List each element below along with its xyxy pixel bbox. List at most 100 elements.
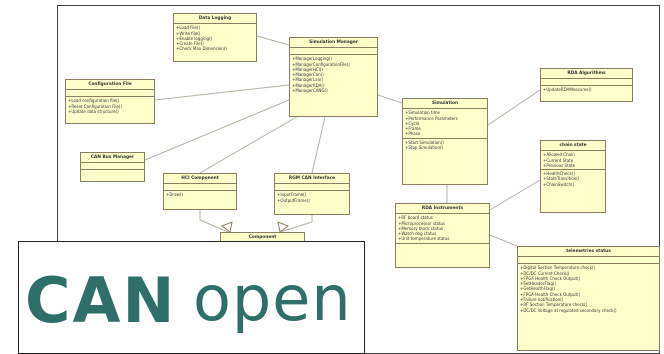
method-row: +RF Section Temperature check() <box>520 302 588 308</box>
method-row: +Digital Section Temperature check() <box>520 265 596 271</box>
class-title: HCI Component <box>164 174 236 185</box>
class-title: RGM CAN Interface <box>275 174 349 185</box>
class-methods: +Load configuration file() +Reset Config… <box>66 97 154 115</box>
link-logging-manager <box>256 35 290 46</box>
class-rda-algorithms: RDA Algorithms +UpdateRDAMeasures() <box>540 68 633 102</box>
attribute-row: +Microprocessor status <box>398 220 446 226</box>
class-methods: +UpdateRDAMeasures() <box>541 86 632 93</box>
class-attributes <box>81 163 144 171</box>
class-data-logging: Data Logging +Load File() +Write file() … <box>173 13 257 62</box>
attribute-row: +Frame <box>405 126 421 132</box>
method-row: +Start Simulation() <box>405 139 444 145</box>
method-row: +ManagerConfigurationFile() <box>292 61 350 67</box>
method-row: +UpdateRDAMeasures() <box>543 87 592 93</box>
attribute-row: +Previous State <box>543 162 576 168</box>
class-title: telemetries status <box>518 247 659 258</box>
class-methods <box>396 244 489 250</box>
method-row: +ManagerCan() <box>292 72 324 78</box>
method-row: +Enable logging() <box>176 35 213 41</box>
class-title: Simulation Manager <box>290 38 377 49</box>
method-row: +SetHeaderFlag() <box>520 281 557 287</box>
method-row: +ManagerCANG() <box>292 88 328 94</box>
attribute-row: +Simulation time <box>405 110 440 116</box>
class-attributes: +RF board status +Microprocessor status … <box>396 214 489 244</box>
class-telemetries-status: telemetries status +Digital Section Temp… <box>517 246 660 351</box>
method-row: +Write file() <box>176 30 201 36</box>
method-row: +ChainSwitch() <box>543 181 575 187</box>
method-row: +ManagerHCI() <box>292 66 323 72</box>
class-title: Data Logging <box>174 14 256 25</box>
method-row: +InputFrame() <box>277 192 307 198</box>
attribute-row: +Current State <box>543 157 574 163</box>
inheritance-arrow-right <box>277 221 290 233</box>
method-row: +FPGA Health Check Output() <box>520 275 581 281</box>
class-methods: +InputFrame() +OutputFrame() <box>275 191 349 204</box>
attribute-row: +Performance Parameters <box>405 115 458 121</box>
link-rgm-manager <box>311 116 326 174</box>
class-attributes <box>66 90 154 98</box>
attribute-row: +Cycle <box>405 120 420 126</box>
method-row: +Draw() <box>166 192 183 198</box>
link-canbus-manager <box>144 99 290 161</box>
class-title: CAN Bus Manager <box>81 153 144 164</box>
class-attributes <box>275 184 349 192</box>
canopen-logo-panel: CAN open <box>18 241 365 354</box>
attribute-row: +RF board status <box>398 215 433 221</box>
link-instruments-chain <box>489 179 541 211</box>
method-row: +StateTransition() <box>543 176 580 182</box>
method-row: +ManagerRDA() <box>292 82 325 88</box>
class-attributes <box>164 184 236 192</box>
link-simulation-rda-algorithms <box>487 89 541 126</box>
attribute-row: +Watch dog status <box>398 231 437 237</box>
method-row: +Load configuration file() <box>68 98 120 104</box>
class-rgm-can-interface: RGM CAN Interface +InputFrame() +OutputF… <box>274 173 350 215</box>
method-row: +DC/DC Voltage at regulated secondary ch… <box>520 307 617 313</box>
method-row: +Failure notification() <box>520 297 564 303</box>
class-methods: +Load File() +Write file() +Enable loggi… <box>174 24 256 52</box>
inheritance-arrow-left <box>220 221 233 233</box>
attribute-row: +Memory block status <box>398 225 444 231</box>
logo-open-text: open <box>193 262 352 335</box>
method-row: +Create File() <box>176 41 204 47</box>
link-rgm-component <box>279 215 313 233</box>
attribute-row: +Allowed Chain <box>543 152 575 158</box>
link-hci-component <box>199 210 229 233</box>
method-row: +HealthCheck() <box>543 171 575 177</box>
link-hci-manager <box>199 114 301 174</box>
class-title: RDA Algorithms <box>541 69 632 80</box>
class-attributes: +Simulation time +Performance Parameters… <box>403 109 487 139</box>
method-row: +ManagerLogging() <box>292 56 332 62</box>
class-methods <box>81 170 144 176</box>
class-methods: +ManagerLogging() +ManagerConfigurationF… <box>290 55 377 94</box>
class-attributes <box>518 257 659 265</box>
class-methods: +HealthCheck() +StateTransition() +Chain… <box>541 170 605 188</box>
class-chain-state: chain state +Allowed Chain +Current Stat… <box>540 140 606 213</box>
method-row: +Load File() <box>176 25 201 31</box>
class-title: Configuration File <box>66 80 154 91</box>
method-row: +Stop Simulation() <box>405 145 444 151</box>
link-instruments-telemetries <box>489 234 518 247</box>
class-title: RDA Instruments <box>396 204 489 215</box>
method-row: +FPGA Health Check Output() <box>520 291 581 297</box>
method-row: +DC/DC Current Check() <box>520 270 570 276</box>
class-configuration-file: Configuration File +Load configuration f… <box>65 79 155 124</box>
class-simulation-manager: Simulation Manager +ManagerLogging() +Ma… <box>289 37 378 117</box>
method-row: +ManagerLan() <box>292 77 324 83</box>
method-row: +Check Max Dimension() <box>176 46 227 52</box>
class-attributes: +Allowed Chain +Current State +Previous … <box>541 151 605 171</box>
class-methods: +Digital Section Temperature check() +DC… <box>518 264 659 314</box>
class-methods: +Start Simulation() +Stop Simulation() <box>403 139 487 152</box>
attribute-row: +Phase <box>405 131 421 137</box>
link-manager-simulation <box>377 94 403 104</box>
class-methods: +Draw() <box>164 191 236 198</box>
logo-can-text: CAN <box>25 264 177 337</box>
attribute-row: +Unit temperature status <box>398 236 450 242</box>
class-rda-instruments: RDA Instruments +RF board status +Microp… <box>395 203 490 268</box>
class-hci-component: HCI Component +Draw() <box>163 173 237 210</box>
class-title: chain state <box>541 141 605 152</box>
class-title: Simulation <box>403 99 487 110</box>
class-attributes <box>541 79 632 87</box>
link-config-manager <box>154 84 290 101</box>
method-row: +GetHealthFlag() <box>520 286 556 292</box>
